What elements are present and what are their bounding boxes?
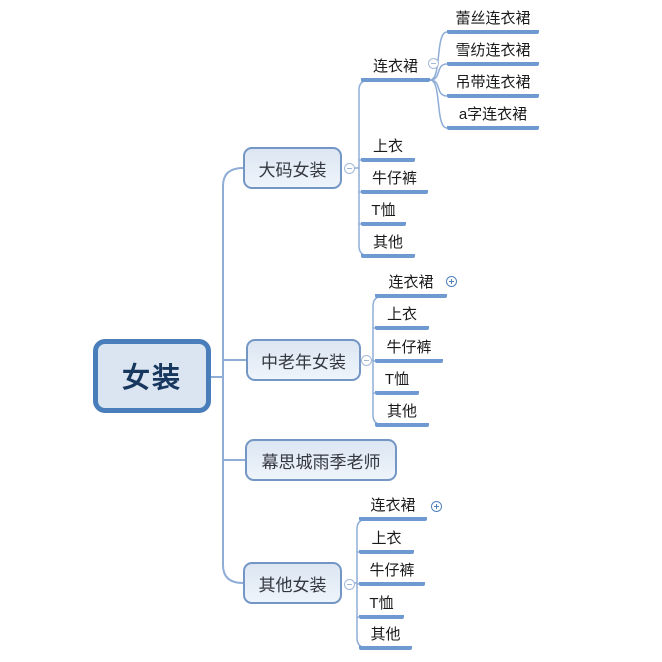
connector-line <box>429 31 448 81</box>
expand-icon[interactable] <box>445 275 457 287</box>
subtopic[interactable]: 其他 <box>361 233 415 258</box>
connector-line <box>429 79 448 129</box>
leaf-topic[interactable]: 雪纺连衣裙 <box>447 41 539 66</box>
expand-icon[interactable] <box>430 500 442 512</box>
leaf-topic[interactable]: 蕾丝连衣裙 <box>447 9 539 34</box>
branch-topic[interactable]: 其他女装 <box>243 562 342 604</box>
branch-topic[interactable]: 大码女装 <box>243 147 342 189</box>
subtopic[interactable]: T恤 <box>375 370 419 395</box>
subtopic[interactable]: 其他 <box>375 402 429 427</box>
connector-line <box>358 79 371 257</box>
connector-line <box>429 79 448 97</box>
collapse-icon[interactable] <box>360 354 372 366</box>
branch-topic[interactable]: 中老年女装 <box>246 339 361 381</box>
subtopic[interactable]: 上衣 <box>361 137 415 162</box>
subtopic[interactable]: 连衣裙 <box>359 496 427 521</box>
subtopic[interactable]: 牛仔裤 <box>375 338 443 363</box>
collapse-icon[interactable] <box>343 162 355 174</box>
subtopic[interactable]: T恤 <box>359 594 404 619</box>
subtopic[interactable]: 连衣裙 <box>375 273 447 298</box>
root-topic[interactable]: 女装 <box>93 339 211 413</box>
leaf-topic[interactable]: a字连衣裙 <box>447 105 539 130</box>
collapse-icon[interactable] <box>343 578 355 590</box>
subtopic[interactable]: 其他 <box>359 625 412 650</box>
leaf-topic[interactable]: 吊带连衣裙 <box>447 73 539 98</box>
connector-line <box>222 167 244 584</box>
subtopic[interactable]: 上衣 <box>375 305 429 330</box>
subtopic[interactable]: 连衣裙 <box>361 57 430 82</box>
subtopic[interactable]: 牛仔裤 <box>359 561 425 586</box>
branch-topic[interactable]: 幕思城雨季老师 <box>245 439 397 481</box>
collapse-icon[interactable] <box>427 57 439 69</box>
subtopic[interactable]: 牛仔裤 <box>361 169 428 194</box>
subtopic[interactable]: T恤 <box>361 201 406 226</box>
subtopic[interactable]: 上衣 <box>359 529 414 554</box>
